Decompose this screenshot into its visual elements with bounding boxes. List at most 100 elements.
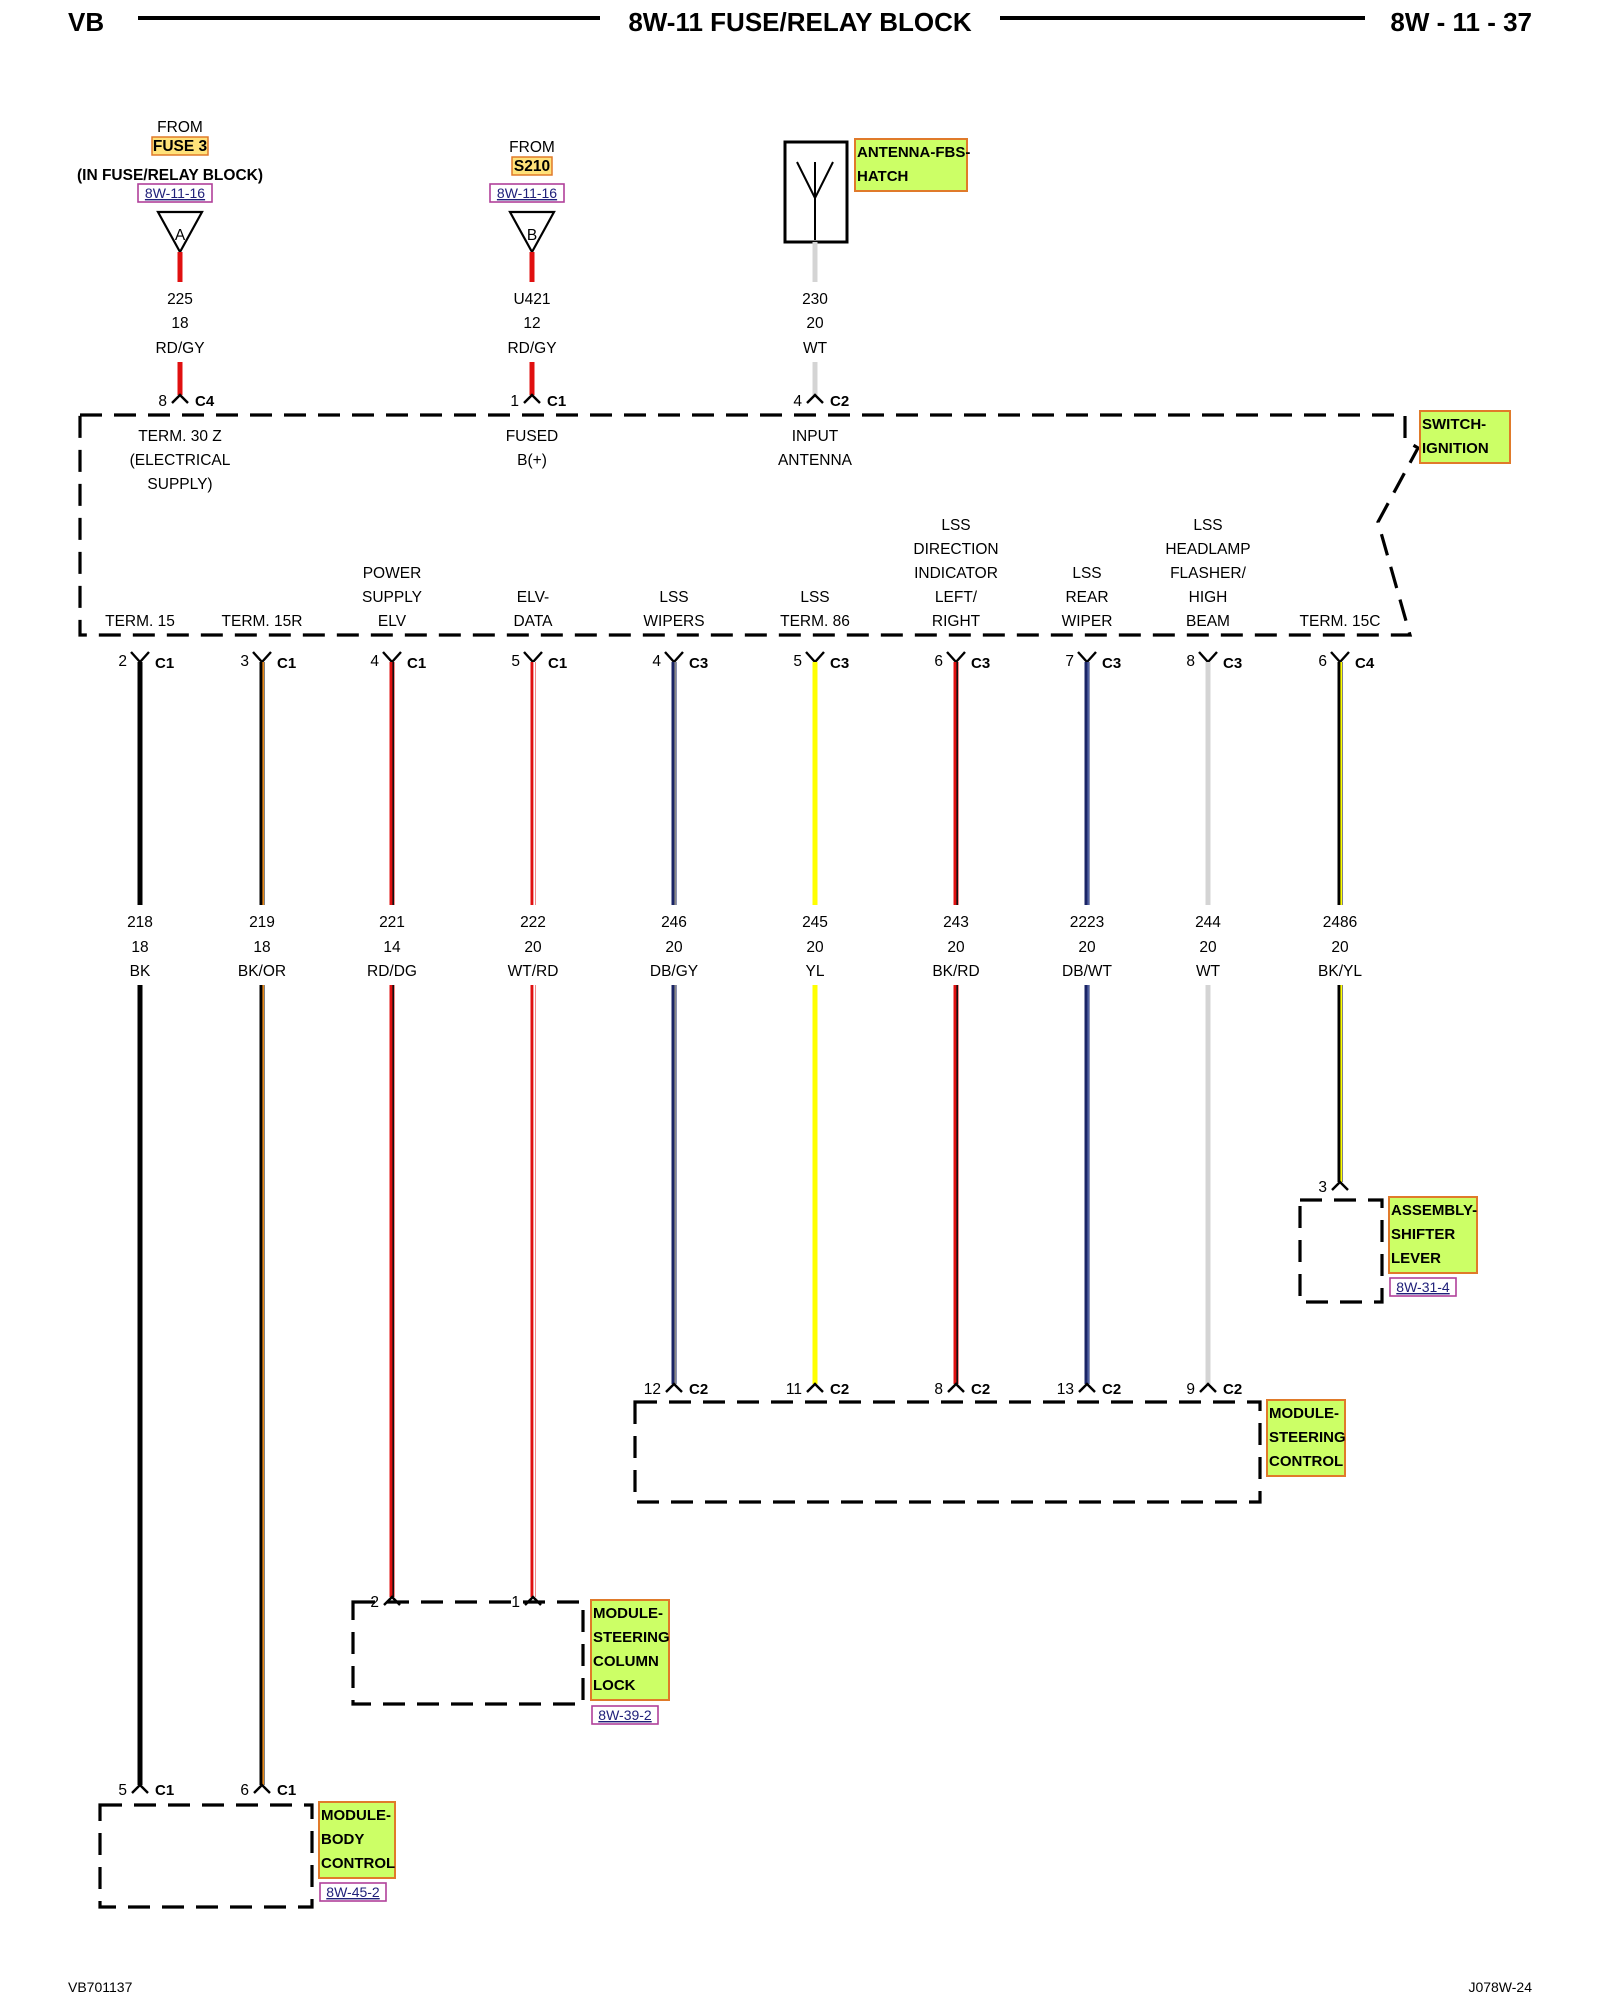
term-15c-top-connector-icon [1330, 651, 1350, 664]
column-lock-ref-link[interactable]: 8W-39-2 [598, 1707, 652, 1723]
lss-direction-function-line: DIRECTION [913, 541, 998, 558]
power-supply-elv-top-connector: C1 [407, 655, 426, 672]
term-15c-wire-color: BK/YL [1318, 963, 1362, 980]
s210-tag [511, 156, 553, 176]
term-15c-top-pin: 6 [1318, 653, 1327, 670]
lss-rear-wiper-gauge: 20 [1078, 939, 1096, 956]
lss-term-86-top-connector-icon [805, 651, 825, 664]
source-a-wire-color: RD/GY [155, 340, 204, 357]
module-steering-control-line: STEERING [1269, 1429, 1346, 1446]
lss-wipers-wire-color: DB/GY [650, 963, 698, 980]
lss-direction-wire-color: BK/RD [932, 963, 979, 980]
power-supply-elv-top-connector-icon [382, 651, 402, 664]
power-supply-elv-top-pin: 4 [370, 653, 379, 670]
footer-right: J078W-24 [1468, 1979, 1532, 1995]
elv-data-bottom-pin: 1 [511, 1594, 520, 1611]
lss-term-86-top-connector: C3 [830, 655, 849, 672]
assembly-shifter-lever-line: ASSEMBLY- [1391, 1202, 1477, 1219]
lss-headlamp-circuit: 244 [1195, 914, 1221, 931]
lss-wipers-top-connector: C3 [689, 655, 708, 672]
assembly-shifter-lever-line: SHIFTER [1391, 1226, 1455, 1243]
source-antenna-pin: 4 [793, 393, 802, 410]
lss-headlamp-wire-color: WT [1196, 963, 1221, 980]
ignition-switch-outline [78, 413, 1421, 637]
term-15-bottom-connector-icon [131, 1783, 149, 1794]
term-15c-function-line: TERM. 15C [1300, 613, 1381, 630]
lss-term-86-function-line: LSS [800, 589, 829, 606]
power-supply-elv-function-line: POWER [363, 565, 422, 582]
source-a-gauge: 18 [171, 315, 188, 332]
lss-wipers-top-pin: 4 [652, 653, 661, 670]
term-15-top-connector: C1 [155, 655, 174, 672]
page-title: 8W-11 FUSE/RELAY BLOCK [628, 7, 972, 37]
lss-term-86-bottom-pin: 11 [786, 1381, 802, 1398]
body-control-outline [98, 1803, 314, 1909]
header-left: VB [68, 7, 104, 37]
module-steering-column-lock-line: COLUMN [593, 1653, 659, 1670]
elv-data-function-line: DATA [513, 613, 553, 630]
term-15-top-connector-icon [130, 651, 150, 664]
lss-rear-wiper-function-line: REAR [1065, 589, 1108, 606]
source-b-gauge: 12 [523, 315, 540, 332]
source-b-pin: 1 [510, 393, 519, 410]
source-a-pin: 8 [158, 393, 167, 410]
antenna-fbs-hatch-label-line: ANTENNA-FBS- [857, 144, 970, 161]
source-antenna-connector-icon [806, 393, 824, 404]
lss-rear-wiper-function-line: WIPER [1062, 613, 1113, 630]
lss-headlamp-bottom-connector-icon [1199, 1382, 1217, 1393]
lss-term-86-circuit: 245 [802, 914, 828, 931]
source-b-letter: B [527, 227, 537, 244]
lss-term-86-bottom-connector-icon [806, 1382, 824, 1393]
lss-headlamp-gauge: 20 [1199, 939, 1217, 956]
elv-data-top-pin: 5 [511, 653, 520, 670]
source-antenna-circuit: 230 [802, 291, 828, 308]
module-steering-column-lock-line: STEERING [593, 1629, 670, 1646]
source-a-connector: C4 [195, 393, 215, 410]
source-b-from: FROM [509, 139, 555, 156]
source-b-ref-link[interactable]: 8W-11-16 [497, 185, 557, 201]
elv-data-top-connector-icon [523, 651, 543, 664]
lss-headlamp-top-pin: 8 [1186, 653, 1195, 670]
lss-wipers-circuit: 246 [661, 914, 687, 931]
lss-direction-function-line: LSS [941, 517, 970, 534]
lss-rear-wiper-top-connector-icon [1077, 651, 1097, 664]
lss-direction-top-pin: 6 [934, 653, 943, 670]
body-control-ref-link[interactable]: 8W-45-2 [326, 1884, 380, 1900]
lss-headlamp-bottom-pin: 9 [1186, 1381, 1195, 1398]
body-control-ref-link-box [319, 1882, 387, 1902]
lss-rear-wiper-circuit: 2223 [1070, 914, 1104, 931]
source-a-ref-link[interactable]: 8W-11-16 [145, 185, 205, 201]
elv-data-top-connector: C1 [548, 655, 567, 672]
term-15r-top-pin: 3 [240, 653, 249, 670]
term-15-gauge: 18 [131, 939, 148, 956]
source-antenna-function-line: INPUT [792, 428, 839, 445]
lss-headlamp-function-line: FLASHER/ [1170, 565, 1246, 582]
term-15-top-pin: 2 [118, 653, 127, 670]
power-supply-elv-function-line: SUPPLY [362, 589, 422, 606]
module-body-control-box [318, 1801, 396, 1879]
lss-term-86-wire-color: YL [806, 963, 825, 980]
switch-ignition-box [1419, 410, 1511, 464]
shifter-ref-link[interactable]: 8W-31-4 [1396, 1279, 1450, 1295]
lss-direction-bottom-pin: 8 [934, 1381, 943, 1398]
lss-direction-bottom-connector: C2 [971, 1381, 990, 1398]
fuse-3-tag [151, 136, 209, 156]
source-b-connector-icon [523, 393, 541, 404]
module-steering-column-lock-line: MODULE- [593, 1605, 663, 1622]
source-a-letter: A [175, 227, 186, 244]
shifter-lever-outline [1298, 1198, 1384, 1304]
lss-direction-gauge: 20 [947, 939, 965, 956]
source-antenna-function-line: ANTENNA [778, 452, 853, 469]
lss-headlamp-function-line: HEADLAMP [1165, 541, 1250, 558]
lss-wipers-bottom-connector-icon [665, 1382, 683, 1393]
term-15c-gauge: 20 [1331, 939, 1349, 956]
term-15r-bottom-connector: C1 [277, 1782, 296, 1799]
elv-data-gauge: 20 [524, 939, 542, 956]
lss-term-86-top-pin: 5 [793, 653, 802, 670]
switch-ignition-label: SWITCH-IGNITION [1419, 410, 1511, 464]
power-supply-elv-function-line: ELV [378, 613, 407, 630]
term-15r-circuit: 219 [249, 914, 275, 931]
module-steering-control-box [1266, 1399, 1346, 1477]
